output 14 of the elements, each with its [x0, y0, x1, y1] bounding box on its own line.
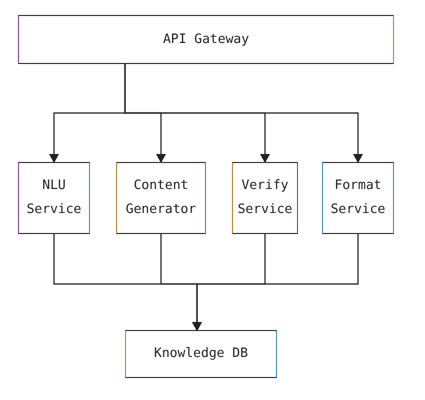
node-label: Format Service [330, 177, 386, 219]
service-box [116, 162, 206, 234]
node-label: API Gateway [162, 30, 250, 48]
node-label: NLU Service [26, 177, 82, 219]
node-label: Content Generator [124, 177, 198, 219]
arrow [192, 234, 359, 331]
service-box [232, 162, 298, 234]
service-box [322, 162, 394, 234]
arrow [124, 64, 363, 163]
node-label: Verify Service [236, 177, 294, 219]
node-label: Knowledge DB [153, 345, 249, 363]
database-box [125, 330, 277, 378]
service-box [18, 162, 90, 234]
gateway-box [18, 15, 394, 64]
